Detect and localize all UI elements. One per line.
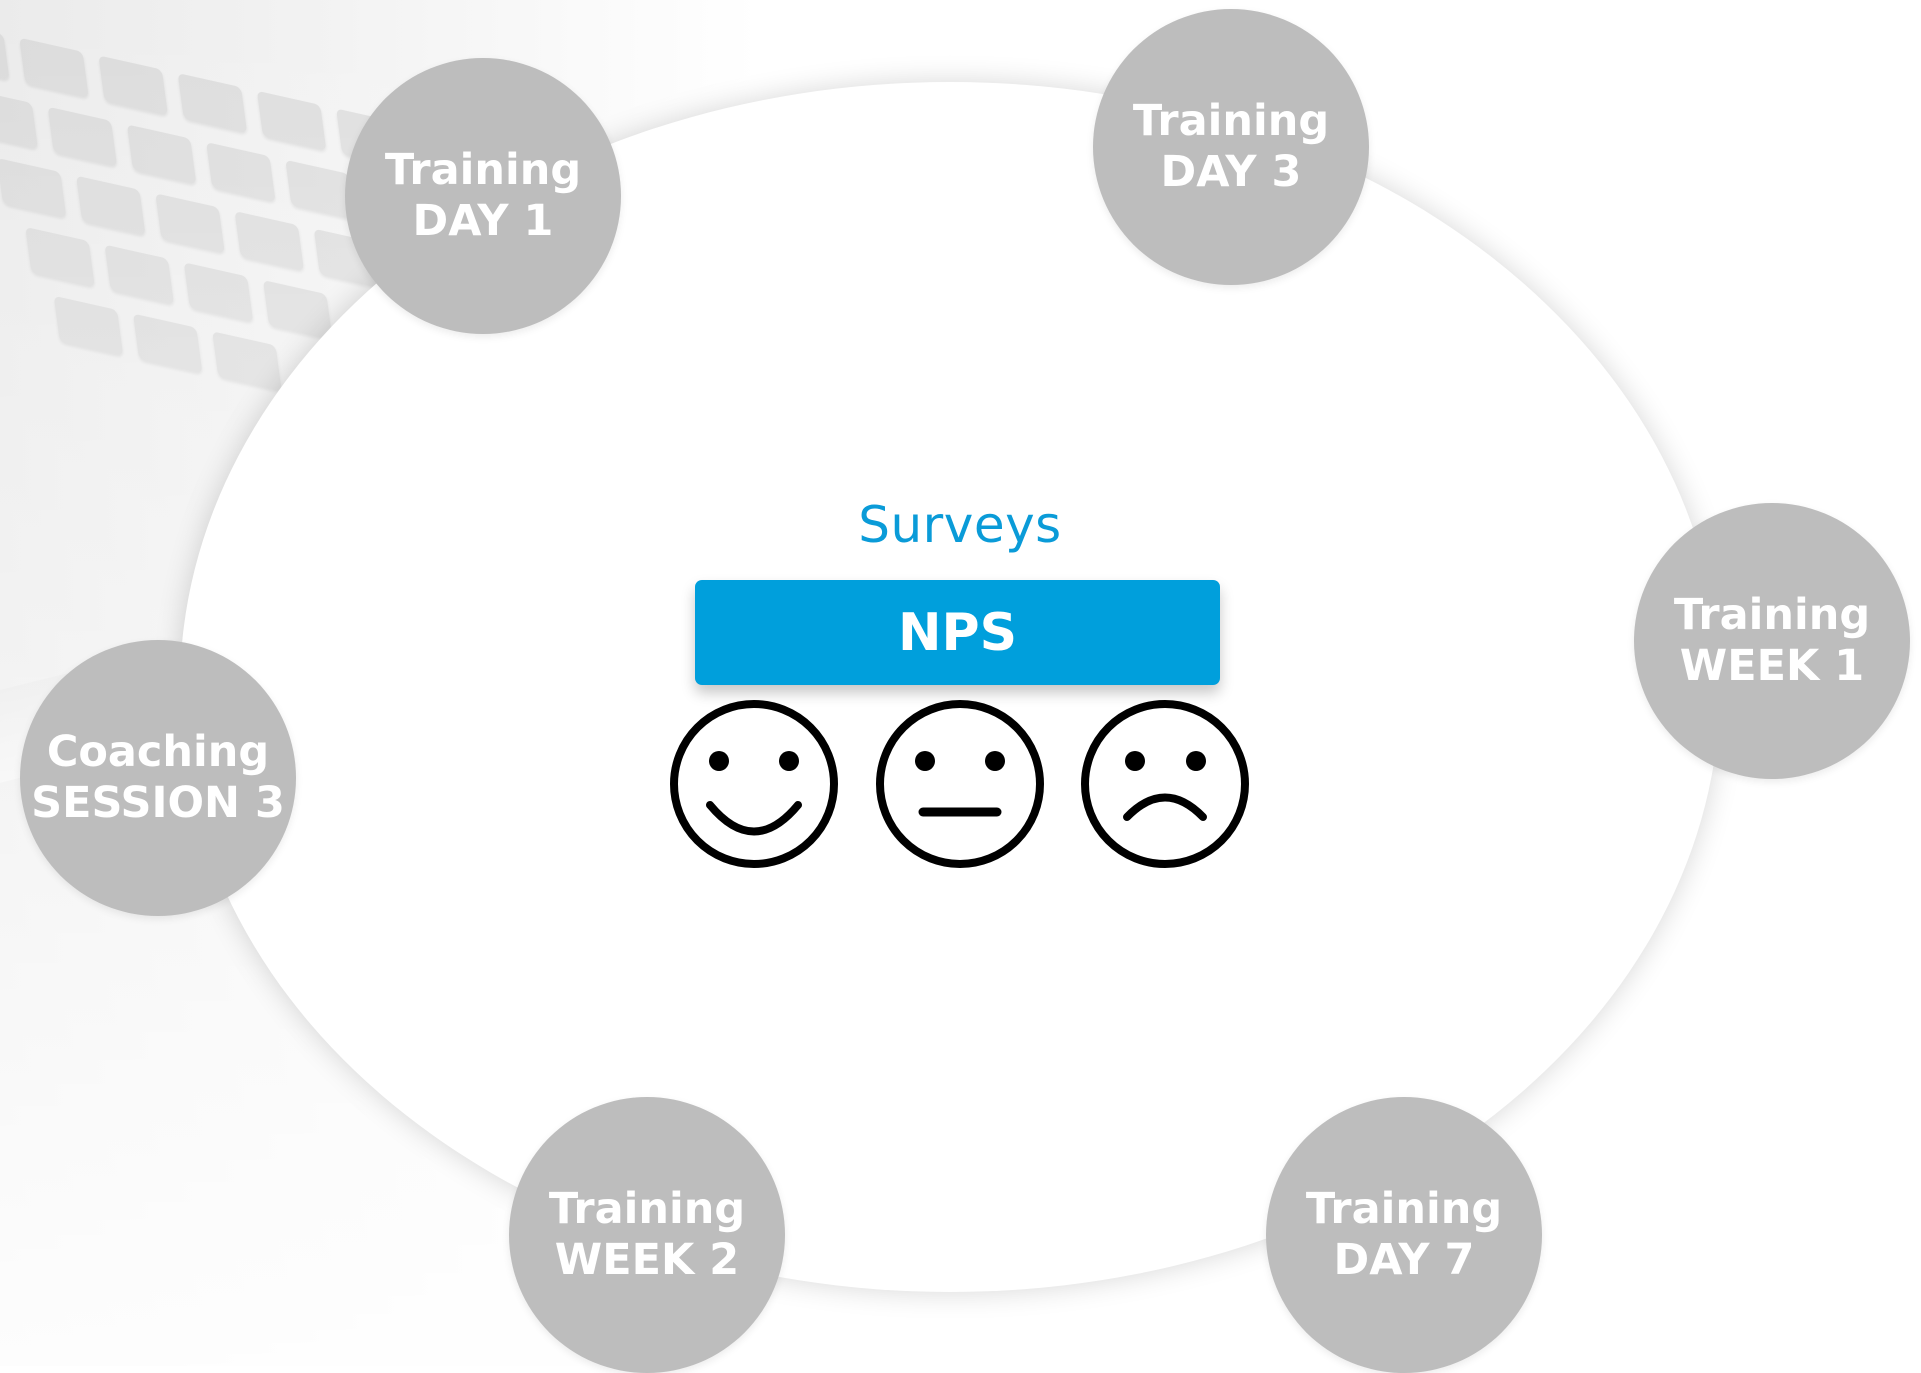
stage-label-line2: DAY 3 (1160, 147, 1302, 197)
stage-label-line1: Training (384, 145, 582, 195)
surveys-title: Surveys (858, 496, 1062, 554)
stage-label-line1: Training (1132, 96, 1330, 146)
stage-label-line2: WEEK 2 (554, 1235, 740, 1285)
stage-label-line1: Training (1673, 590, 1871, 640)
happy-face-icon[interactable] (668, 698, 840, 870)
stage-label-line2: WEEK 1 (1679, 641, 1865, 691)
stage-training-week-2[interactable]: Training WEEK 2 (509, 1097, 785, 1373)
stage-label-line1: Coaching (46, 727, 270, 777)
neutral-face-icon[interactable] (874, 698, 1046, 870)
stage-label-line2: DAY 7 (1333, 1235, 1475, 1285)
stage-label-line2: SESSION 3 (31, 778, 285, 828)
stage-label-line1: Training (548, 1184, 746, 1234)
stage-label-line1: Training (1305, 1184, 1503, 1234)
stage-training-day-3[interactable]: Training DAY 3 (1093, 9, 1369, 285)
stage-training-day-1[interactable]: Training DAY 1 (345, 58, 621, 334)
sad-face-icon[interactable] (1079, 698, 1251, 870)
stage-training-day-7[interactable]: Training DAY 7 (1266, 1097, 1542, 1373)
stage-training-week-1[interactable]: Training WEEK 1 (1634, 503, 1910, 779)
nps-button[interactable]: NPS (695, 580, 1220, 685)
stage-coaching-session-3[interactable]: Coaching SESSION 3 (20, 640, 296, 916)
stage-label-line2: DAY 1 (412, 196, 554, 246)
